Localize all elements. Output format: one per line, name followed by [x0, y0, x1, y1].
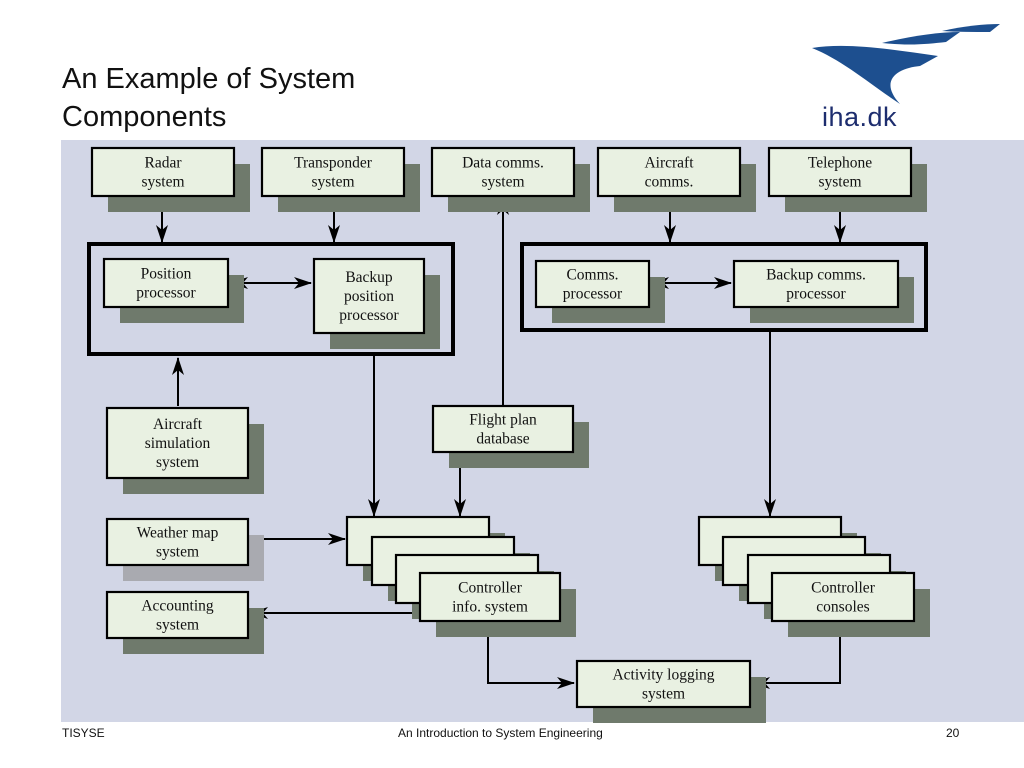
arrow-controller-info-to-logging	[487, 621, 575, 689]
node-label-line: Data comms.	[462, 155, 544, 172]
node-box	[596, 146, 742, 198]
logo-swoosh-small	[942, 24, 1000, 32]
node-box	[534, 259, 651, 309]
node-box	[767, 146, 913, 198]
node-box	[102, 257, 230, 309]
connectors	[156, 196, 846, 689]
node-label-line: Flight plan	[469, 412, 537, 429]
footer-title: An Introduction to System Engineering	[398, 726, 603, 740]
node-label-line: comms.	[645, 174, 694, 191]
arrow-consoles-to-logging	[752, 621, 841, 689]
node-label-line: Telephone	[808, 155, 872, 172]
node-label-line: simulation	[145, 435, 211, 452]
node-label-line: Controller	[458, 580, 523, 597]
node-box	[418, 571, 562, 623]
node-aircraft-comms: Aircraft comms.	[596, 146, 756, 212]
logo-swoosh-large	[812, 45, 938, 104]
node-label-line: system	[141, 174, 184, 191]
node-telephone: Telephone system	[767, 146, 927, 212]
comms-processor-group	[520, 242, 928, 332]
node-label-line: database	[476, 431, 529, 448]
node-label-line: Backup	[345, 269, 393, 286]
node-transponder: Transponder system	[260, 146, 420, 212]
node-label-line: Backup comms.	[766, 267, 866, 284]
node-label-line: Transponder	[294, 155, 373, 172]
node-label-line: Weather map	[137, 525, 219, 542]
node-box	[105, 517, 250, 567]
node-label-line: Radar	[144, 155, 182, 172]
node-box	[575, 659, 752, 709]
node-data-comms: Data comms. system	[430, 146, 590, 212]
node-position-processor: Position processor	[102, 257, 244, 323]
node-label-line: Comms.	[566, 267, 618, 284]
node-label-line: Aircraft	[153, 416, 203, 433]
node-label-line: system	[642, 686, 685, 703]
node-weather-map: Weather map system	[105, 517, 264, 581]
node-radar: Radar system	[90, 146, 250, 212]
logo-swoosh-medium	[882, 32, 960, 45]
node-label-line: system	[156, 544, 199, 561]
node-label-line: Controller	[811, 580, 876, 597]
title-line-1: An Example of System	[62, 63, 356, 95]
node-box	[312, 257, 426, 335]
node-flight-plan: Flight plan database	[431, 404, 589, 468]
node-label-line: Accounting	[141, 598, 214, 615]
node-label-line: Activity logging	[612, 667, 714, 684]
node-label-line: system	[156, 454, 199, 471]
node-label-line: consoles	[816, 599, 869, 616]
page-number: 20	[946, 726, 960, 740]
node-backup-comms: Backup comms. processor	[732, 259, 914, 323]
iha-logo-icon	[812, 24, 1000, 104]
node-label-line: processor	[563, 286, 623, 303]
node-label-line: system	[156, 617, 199, 634]
node-box	[105, 406, 250, 480]
node-label-line: Aircraft	[644, 155, 694, 172]
node-box	[105, 590, 250, 640]
title-line-2: Components	[62, 101, 227, 133]
node-label-line: system	[818, 174, 861, 191]
logo-text: iha.dk	[822, 102, 898, 132]
node-controller-info: Controller info. system	[418, 571, 576, 637]
node-comms-processor: Comms. processor	[534, 259, 665, 323]
node-label-line: system	[481, 174, 524, 191]
node-box	[431, 404, 575, 454]
node-accounting: Accounting system	[105, 590, 264, 654]
node-label-line: processor	[339, 307, 399, 324]
node-label-line: processor	[786, 286, 846, 303]
footer-course: TISYSE	[62, 726, 105, 740]
node-box	[260, 146, 406, 198]
node-activity-logging: Activity logging system	[575, 659, 766, 723]
nodes-layer: Radar system Transponder system Data comms. s…	[90, 146, 930, 723]
node-label-line: Position	[141, 266, 192, 283]
node-box	[430, 146, 576, 198]
node-aircraft-simulation: Aircraft simulation system	[105, 406, 264, 494]
node-label-line: position	[344, 288, 394, 305]
slide-title: An Example of System Components	[62, 60, 355, 136]
node-box	[90, 146, 236, 198]
node-label-line: info. system	[452, 599, 528, 616]
node-label-line: system	[311, 174, 354, 191]
node-label-line: processor	[136, 285, 196, 302]
position-processor-group	[87, 242, 455, 356]
node-box	[732, 259, 900, 309]
node-box	[770, 571, 916, 623]
node-controller-consoles: Controller consoles	[770, 571, 930, 637]
node-backup-position: Backup position processor	[312, 257, 440, 349]
